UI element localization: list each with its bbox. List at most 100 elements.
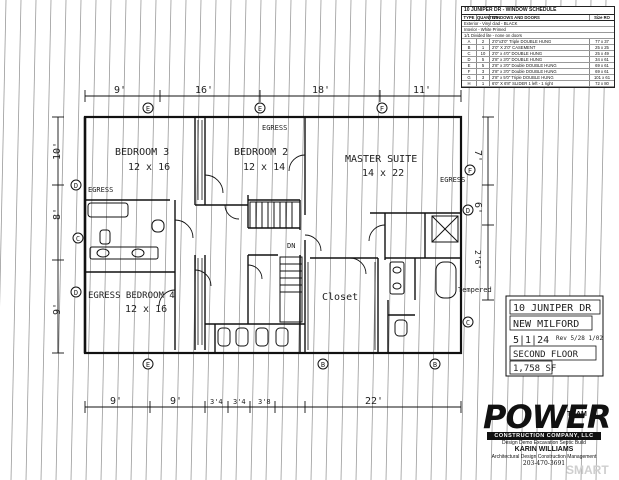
ruled-line <box>10 0 22 480</box>
stamp-date: 5|1|24 <box>513 335 549 346</box>
window-tag: F <box>376 102 388 114</box>
dim-bottom-2: 9' <box>170 396 182 407</box>
room-bedroom3-size: 12 x 16 <box>128 162 170 173</box>
room-closet-label: Closet <box>322 292 358 303</box>
logo-team: TEAM <box>567 411 587 418</box>
schedule-cell-type: A <box>462 39 477 44</box>
logo-wordmark: POWER <box>483 398 611 436</box>
schedule-cell-qty: 5 <box>477 57 490 62</box>
ruled-line <box>190 0 202 480</box>
room-bedroom2-label: BEDROOM 2 <box>234 147 288 158</box>
schedule-note: Interior - White Primed <box>462 27 614 33</box>
ruled-line <box>385 0 397 480</box>
window-schedule-table: 10 JUNIPER DR - WINDOW SCHEDULE TYPE QUA… <box>461 6 615 88</box>
svg-text:D: D <box>74 289 78 297</box>
room-bedroom4-label: EGRESS BEDROOM 4 <box>88 291 175 301</box>
schedule-cell-qty: 3 <box>477 75 490 80</box>
ruled-line <box>160 0 172 480</box>
schedule-cell-desc: 2'0" x 4'0" DOUBLE HUNG <box>490 51 590 56</box>
room-bedroom3-label: BEDROOM 3 <box>115 147 169 158</box>
schedule-cell-desc: 2'8" x 3'0" DOUBLE HUNG <box>490 57 590 62</box>
dim-right-3: 2'6" <box>473 250 482 269</box>
window-tag: E <box>142 102 154 114</box>
schedule-cell-size: 77 x 37 <box>595 39 609 44</box>
schedule-cell-size: 34 x 61 <box>595 57 609 62</box>
svg-text:E: E <box>146 361 150 369</box>
window-tag: E <box>254 102 266 114</box>
col-type: TYPE <box>462 15 477 20</box>
stamp-revision: Rev 5/28 1/02 <box>556 335 603 342</box>
dim-top-3: 18' <box>312 85 330 96</box>
ruled-line <box>295 0 307 480</box>
dim-bottom-4: 3'4 <box>233 398 246 406</box>
dim-left-2: 8' <box>52 208 63 220</box>
dim-bottom-6: 22' <box>365 396 383 407</box>
window-tag: E <box>142 358 154 370</box>
dim-left-1: 10' <box>52 142 63 160</box>
ruled-line <box>220 0 232 480</box>
room-master-size: 14 x 22 <box>362 168 404 179</box>
dimension-labels: 9' 16' 18' 11' 9' 9' 3'4 3'4 3'8 22' 10'… <box>52 85 483 407</box>
ruled-line <box>400 0 412 480</box>
stamp-address: 10 JUNIPER DR <box>513 303 592 314</box>
dim-bottom-1: 9' <box>110 396 122 407</box>
dim-top-2: 16' <box>195 85 213 96</box>
schedule-cell-size: 25 x 25 <box>595 45 609 50</box>
svg-text:C: C <box>466 319 470 327</box>
schedule-cell-type: D <box>462 57 477 62</box>
ruled-line <box>445 0 457 480</box>
schedule-cell-desc: 2'8" x 3'0" Double DOUBLE HUNG <box>490 63 590 68</box>
svg-text:F: F <box>380 105 384 113</box>
window-tag: B <box>429 358 441 370</box>
logo-person: KARIN WILLIAMS <box>514 446 574 453</box>
svg-text:D: D <box>74 182 78 190</box>
logo-phone: 203-470-3691 <box>522 460 566 467</box>
window-tag: C <box>462 316 474 328</box>
dim-bottom-3: 3'4 <box>210 398 223 406</box>
logo-services-2: Architectural Design Construction Manage… <box>491 454 597 460</box>
room-master-label: MASTER SUITE <box>345 154 417 165</box>
stair-down-label: DN <box>287 242 295 250</box>
schedule-note: 1/1 Divided lite - none on doors <box>462 33 614 39</box>
ruled-line <box>325 0 337 480</box>
ruled-line <box>205 0 217 480</box>
ruled-line <box>430 0 442 480</box>
room-labels: BEDROOM 3 12 x 16 BEDROOM 2 12 x 14 MAST… <box>88 124 492 315</box>
egress-note-2: EGRESS <box>262 124 287 132</box>
dim-left-3: 9' <box>52 303 63 315</box>
dim-right-2: 6' <box>472 202 483 214</box>
schedule-cell-type: B <box>462 45 477 50</box>
tempered-note: Tempered <box>458 286 492 294</box>
schedule-cell-type: F <box>462 69 477 74</box>
exterior-walls <box>83 115 463 355</box>
stamp-town: NEW MILFORD <box>513 319 579 330</box>
schedule-title: 10 JUNIPER DR - WINDOW SCHEDULE <box>462 7 614 15</box>
stamp-area: 1,758 SF <box>513 364 556 374</box>
egress-note-1: EGRESS <box>88 186 113 194</box>
schedule-cell-type: H <box>462 81 477 86</box>
dim-top-4: 11' <box>413 85 431 96</box>
schedule-note: Exterior - Vinyl clad - BLACK <box>462 21 614 27</box>
schedule-cell-desc: 2'0"x3'0" Triple DOUBLE HUNG <box>490 39 590 44</box>
dim-top-1: 9' <box>114 85 126 96</box>
svg-text:C: C <box>76 235 80 243</box>
closet-shelves <box>197 120 376 350</box>
company-logo: POWER TEAM CONSTRUCTION COMPANY, LLC Des… <box>483 398 611 476</box>
schedule-cell-desc: 6'0" X 6'8" SLIDER 1 left - 1 right <box>490 81 590 86</box>
ruled-line <box>115 0 127 480</box>
ruled-line <box>250 0 262 480</box>
schedule-cell-qty: 10 <box>477 51 490 56</box>
window-tag: D <box>70 286 82 298</box>
schedule-cell-size: 101 x 61 <box>593 75 611 80</box>
watermark-text: SMART <box>566 463 609 477</box>
ruled-line <box>85 0 97 480</box>
schedule-cell-size: 25 x 49 <box>595 51 609 56</box>
schedule-cell-size: 72 x 80 <box>595 81 609 86</box>
logo-company: CONSTRUCTION COMPANY, LLC <box>487 432 601 440</box>
door-swings <box>158 154 386 307</box>
schedule-cell-size: 69 x 61 <box>595 69 609 74</box>
ruled-line <box>145 0 157 480</box>
schedule-cell-desc: 2'8" x 5'0" Triple DOUBLE HUNG <box>490 75 590 80</box>
